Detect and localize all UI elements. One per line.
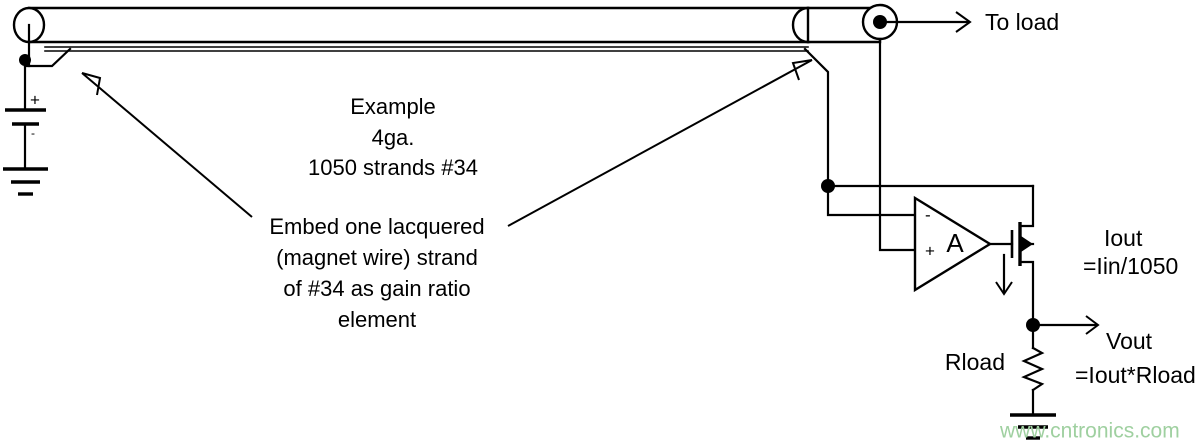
resistor-zigzag [1021, 346, 1045, 392]
vout-formula: =Iout*Rload [1075, 362, 1196, 388]
iout-arrow-head [995, 281, 1013, 296]
cable-main-tube [12, 6, 825, 44]
battery-minus-label: - [31, 126, 35, 140]
annotation-leader-left-shaft [81, 72, 253, 218]
annotation-leader-right [507, 59, 813, 227]
mosfet-drain-lead [1018, 184, 1035, 228]
cable-description-line-3: 1050 strands #34 [308, 155, 478, 180]
to-load-arrow-head [955, 11, 972, 33]
annotation-leader-left [81, 72, 253, 218]
vout-label: Vout [1106, 328, 1153, 354]
mosfet-source-lead [1018, 260, 1035, 327]
source-section: + - [3, 23, 48, 196]
load-resistor [1021, 323, 1045, 416]
terminal-to-noninverting-wire [878, 37, 917, 252]
battery-plus-label: + [30, 90, 40, 109]
embed-annotation-line-1: Embed one lacquered [269, 214, 484, 239]
sense-feed [821, 179, 1035, 217]
load-section: Rload Vout =Iout*Rload [945, 315, 1196, 440]
iout-formula: =Iin/1050 [1083, 253, 1178, 279]
to-load-output: To load [873, 9, 1059, 35]
load-ground-symbol [1010, 413, 1056, 440]
cable-description: Example 4ga. 1050 strands #34 [308, 94, 478, 180]
rload-label: Rload [945, 349, 1005, 375]
strand-right-breakout [803, 47, 830, 188]
vout-arrow-head [1085, 315, 1100, 335]
battery-symbol: + - [5, 90, 46, 170]
embed-annotation-line-2: (magnet wire) strand [276, 245, 478, 270]
sense-to-inverting-wire [826, 184, 917, 217]
annotation-leader-right-shaft [507, 59, 813, 227]
strand-left-breakout [23, 47, 72, 68]
opamp-gain-label: A [946, 228, 964, 258]
to-load-label: To load [985, 9, 1059, 35]
cable-output-feed [878, 37, 917, 252]
opamp-triangle [913, 195, 993, 293]
cable-description-line-1: Example [350, 94, 436, 119]
embed-annotation-line-4: element [338, 307, 416, 332]
opamp-noninverting-label: + [925, 241, 935, 260]
annotation-leader-left-arrow-head [81, 72, 102, 96]
watermark-text: www.cntronics.com [999, 420, 1180, 443]
mosfet [1010, 184, 1035, 327]
opamp-inverting-label: - [925, 205, 931, 224]
iout-annotation: Iout =Iin/1050 [995, 225, 1178, 296]
sense-strand [44, 46, 809, 52]
embed-annotation-line-3: of #34 as gain ratio [283, 276, 470, 301]
annotation-leader-right-arrow-head [791, 59, 813, 81]
iout-label: Iout [1104, 225, 1143, 251]
cable-assembly [12, 3, 899, 188]
opamp: - + A [913, 195, 1014, 293]
cable-tube-outline [27, 6, 810, 44]
cable-description-line-2: 4ga. [372, 125, 415, 150]
source-ground-symbol [3, 167, 48, 196]
embed-annotation: Embed one lacquered (magnet wire) strand… [81, 59, 813, 332]
